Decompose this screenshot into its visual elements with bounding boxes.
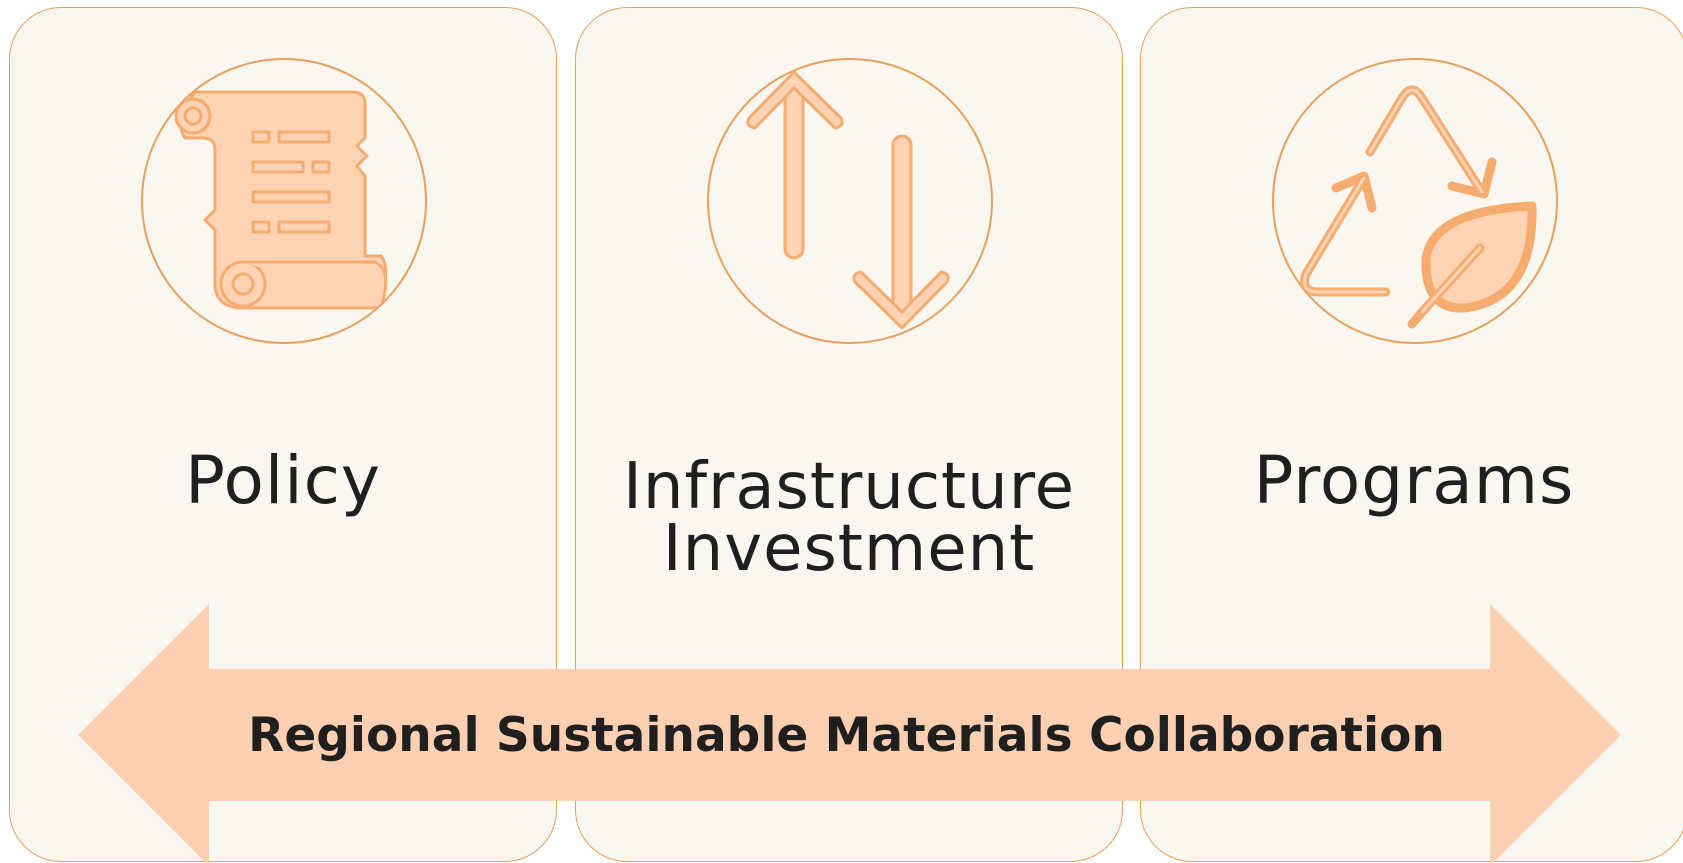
programs-label-line: Programs [1253,442,1575,519]
scroll-document-icon [174,90,388,310]
policy-icon-circle [141,58,427,344]
collaboration-banner-text: Regional Sustainable Materials Collabora… [248,708,1445,763]
programs-icon-circle [1272,58,1558,344]
policy-label: Policy [10,448,556,514]
up-down-arrows-icon [746,70,950,330]
infrastructure-label-line-1: Infrastructure [623,450,1075,524]
infrastructure-icon-circle [707,58,993,344]
infrastructure-investment-label: Infrastructure Investment [576,450,1122,586]
programs-label: Programs [1141,448,1683,514]
recycle-leaf-icon [1300,85,1537,329]
infrastructure-label-line-2: Investment [662,512,1036,586]
policy-label-line: Policy [185,442,381,519]
